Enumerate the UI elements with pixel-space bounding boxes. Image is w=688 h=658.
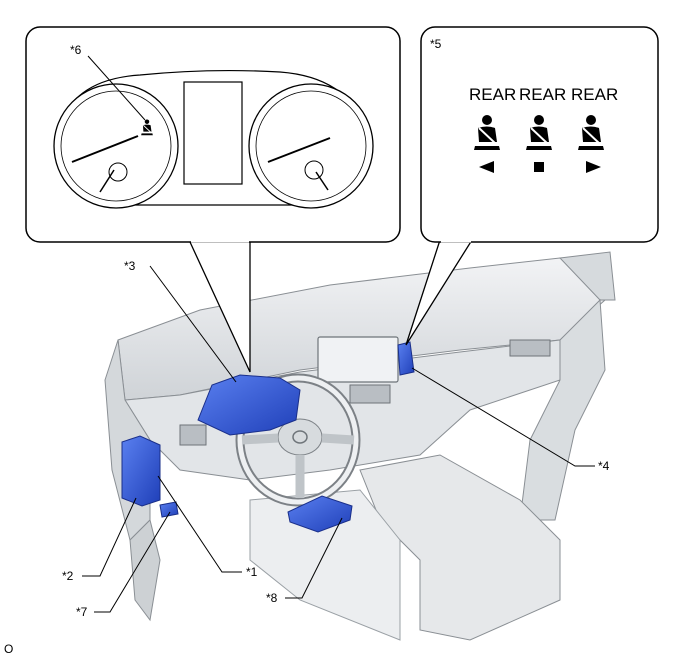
part-main-body-ecu [121, 435, 161, 507]
callout-2-label: *2 [62, 569, 74, 583]
passenger-side-panel [519, 298, 606, 521]
part-combination-meter [197, 374, 301, 436]
callout-7-label: *7 [76, 605, 88, 619]
vehicle-interior-illustration [104, 251, 616, 641]
callout-5-label: *5 [430, 37, 442, 51]
part-airbag-sensor [287, 495, 353, 533]
steering-wheel [235, 373, 361, 507]
rear-indicator-detail-callout: *5 REAR REAR REAR [405, 26, 659, 346]
windshield-trim [558, 251, 616, 301]
callout-4-label: *4 [598, 459, 610, 473]
part-connector [159, 501, 179, 518]
callout-6-label: *6 [70, 43, 82, 57]
rear-label-center: REAR [519, 85, 566, 104]
callout-leaders: *3 *4 *2 *1 *7 *8 [62, 259, 610, 619]
callout-1-label: *1 [246, 565, 258, 579]
left-vent [179, 424, 207, 446]
center-vent [349, 384, 391, 404]
meter-center-display [183, 81, 243, 185]
center-position-square-icon [534, 162, 544, 172]
callout-8-label: *8 [266, 591, 278, 605]
meter-detail-callout: *6 [25, 26, 401, 373]
callout-6-leader [87, 55, 146, 121]
figure-code: O [4, 642, 13, 656]
left-position-arrow-icon [479, 161, 494, 173]
left-gauge [53, 83, 179, 209]
right-vent [509, 339, 551, 357]
left-kick-panel [129, 519, 161, 622]
dashboard-body [124, 339, 561, 481]
floor-tunnel [249, 489, 401, 641]
center-display [317, 336, 399, 383]
rear-callout-pointer [405, 239, 473, 346]
right-position-arrow-icon [586, 161, 601, 173]
callout-3-label: *3 [124, 259, 136, 273]
rear-label-right: REAR [571, 85, 618, 104]
rear-label-left: REAR [469, 85, 516, 104]
meter-callout-pointer [189, 241, 251, 373]
